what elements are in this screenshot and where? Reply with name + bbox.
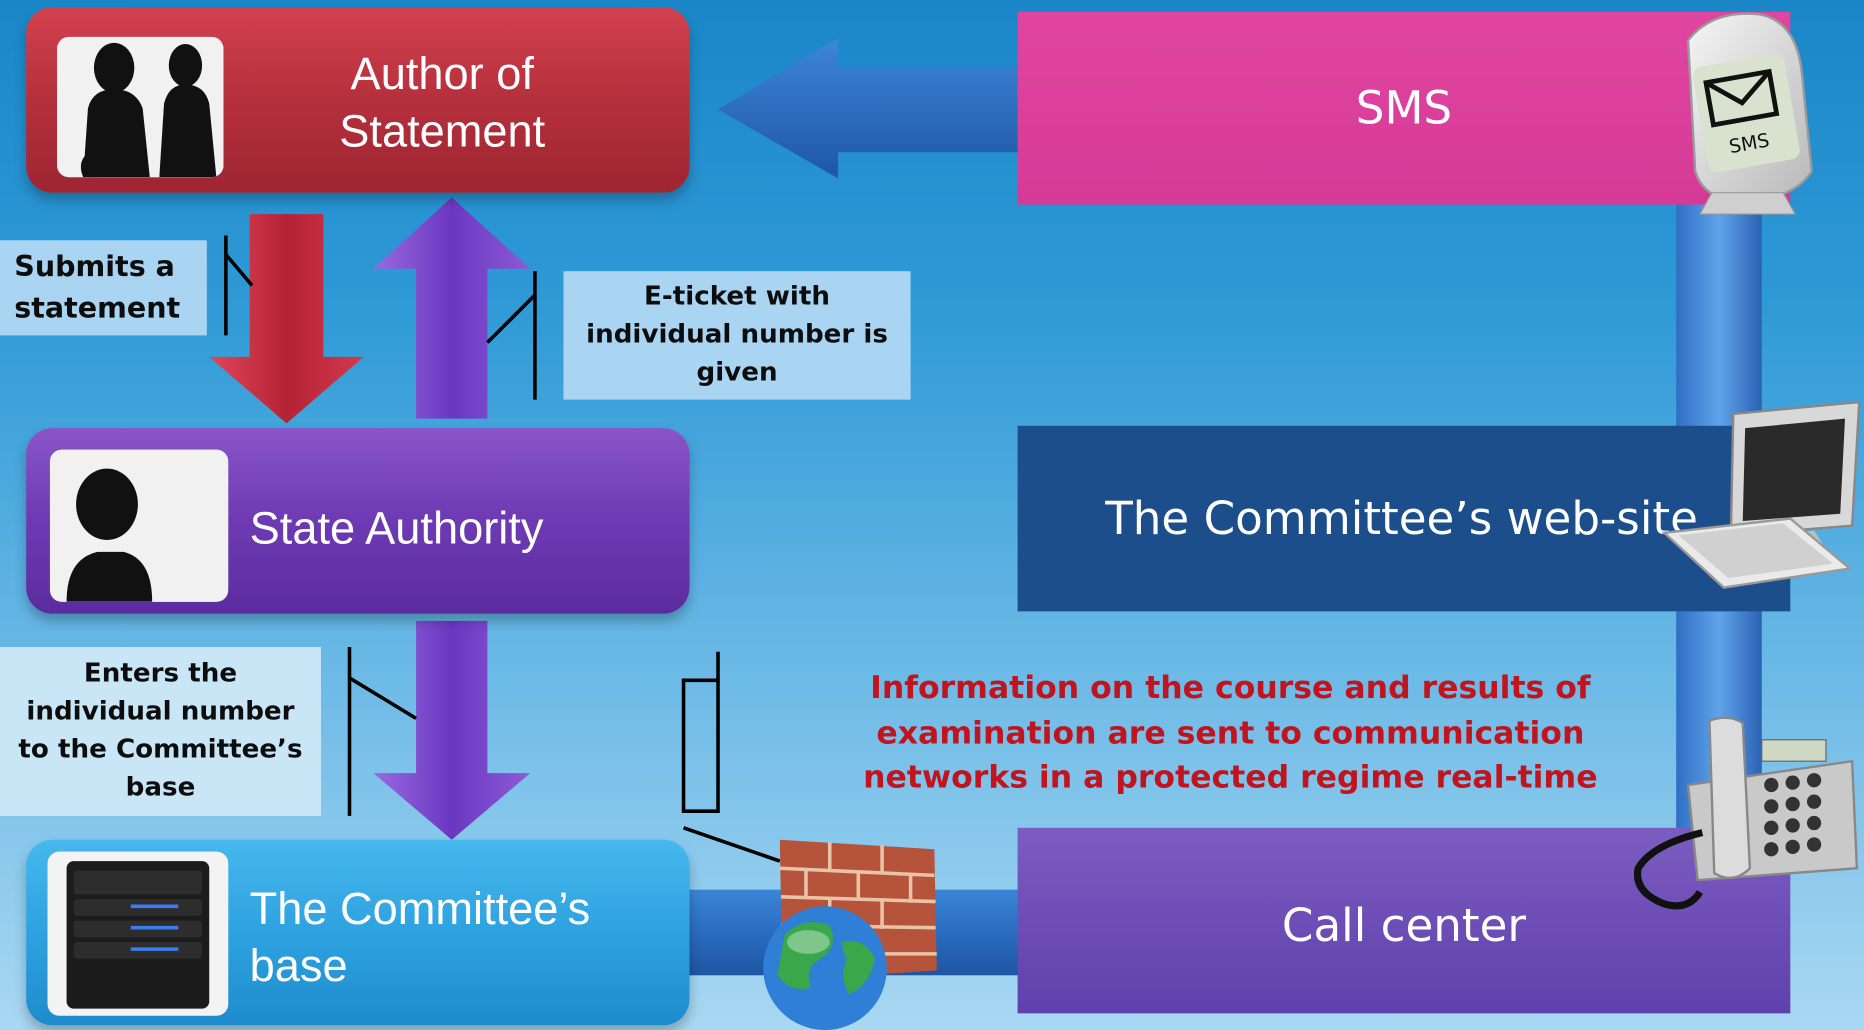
mobile-phone-icon: SMS [1686, 12, 1813, 215]
server-icon [47, 851, 229, 1016]
person-silhouette-icon [49, 449, 229, 602]
website-band: The Committee’s web-site [1017, 425, 1791, 612]
telephone-icon [1633, 716, 1859, 910]
eticket-note: E-ticket with individual number is given [563, 271, 911, 400]
state-authority-node: State Authority [26, 428, 690, 614]
computer-icon [1661, 402, 1861, 589]
author-node: Author of Statement [26, 7, 690, 193]
info-text: Information on the course and results of… [863, 669, 1598, 796]
eticket-arrow [373, 197, 531, 419]
website-label: The Committee’s web-site [1105, 492, 1698, 545]
committee-base-node: The Committee’s base [26, 839, 690, 1026]
submit-arrow [209, 214, 364, 424]
globe-icon [763, 906, 887, 1030]
sms-band: SMS [1017, 11, 1791, 205]
author-title: Author of Statement [339, 49, 546, 157]
call-center-label: Call center [1281, 899, 1526, 952]
submits-statement-note: Submits a statement [0, 240, 207, 336]
call-center-band: Call center [1017, 827, 1791, 1014]
sms-label: SMS [1355, 82, 1453, 135]
enters-number-note: Enters the individual number to the Comm… [0, 647, 321, 816]
state-authority-title: State Authority [249, 504, 544, 555]
people-silhouette-icon [57, 36, 224, 178]
sms-to-author-arrow [718, 38, 1023, 179]
committee-base-title: The Committee’s base [249, 884, 591, 992]
firewall-globe-icon [763, 839, 937, 1030]
enter-arrow [373, 620, 531, 840]
